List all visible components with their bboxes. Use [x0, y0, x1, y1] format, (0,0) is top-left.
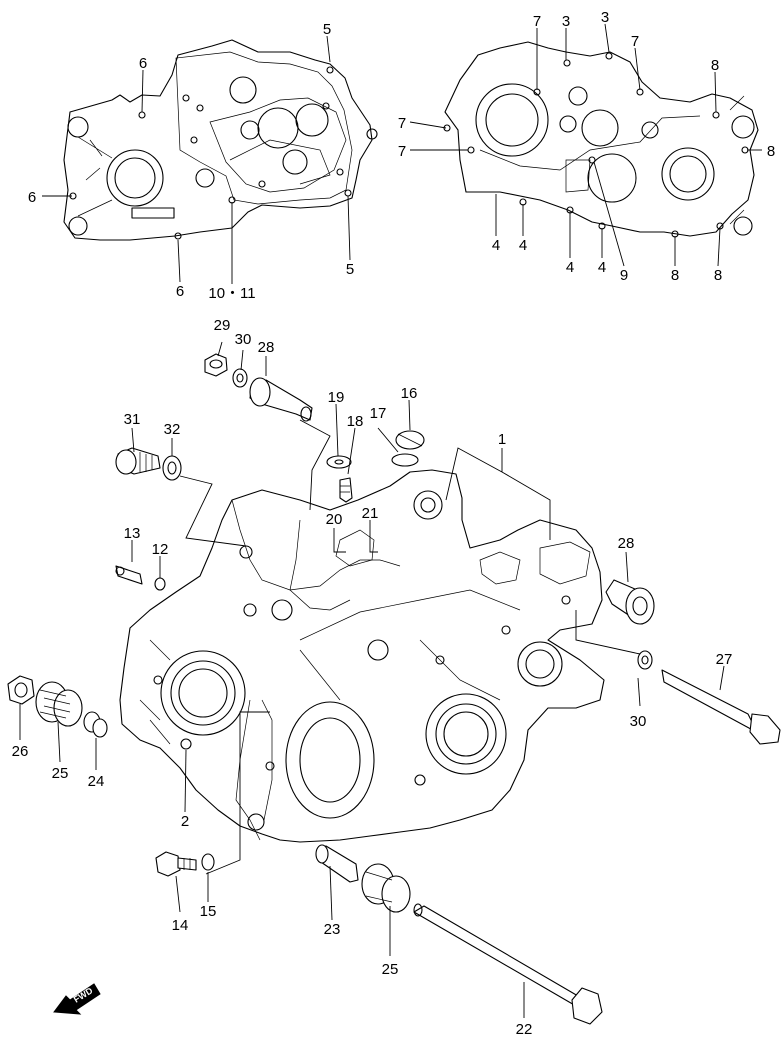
- part-17-o-ring: [391, 453, 419, 467]
- label-21: 21: [362, 505, 379, 522]
- label-28: 28: [258, 339, 275, 356]
- label-6: 6: [176, 283, 184, 300]
- label-31: 31: [124, 411, 141, 428]
- label-22: 22: [516, 1021, 533, 1038]
- label-18: 18: [347, 413, 364, 430]
- label-8: 8: [711, 57, 719, 74]
- part-32-gasket: [162, 455, 182, 481]
- label-32: 32: [164, 421, 181, 438]
- label-4: 4: [492, 237, 500, 254]
- label-8: 8: [767, 143, 775, 160]
- label-8: 8: [671, 267, 679, 284]
- part-23-dowel: [315, 844, 359, 883]
- label-30: 30: [630, 713, 647, 730]
- label-13: 13: [124, 525, 141, 542]
- label-19: 19: [328, 389, 345, 406]
- part-26-nut: [7, 675, 35, 705]
- leader-lines: [19, 23, 762, 1018]
- part-25-bearing-left: [35, 681, 83, 727]
- part-30-washer-lower: [637, 650, 653, 670]
- part-15-washer: [201, 853, 215, 871]
- part-30-washer-upper: [232, 368, 248, 388]
- label-16: 16: [401, 385, 418, 402]
- label-10-11: 10・11: [208, 285, 255, 302]
- part-31-plug: [115, 447, 161, 475]
- label-3: 3: [562, 13, 570, 30]
- label-25: 25: [52, 765, 69, 782]
- label-7: 7: [533, 13, 541, 30]
- part-labels: 5 5 6 6 6 10・11 7 3 3 7 7 7 8 8 4 4 4 4 …: [12, 9, 776, 1038]
- label-2: 2: [181, 813, 189, 830]
- part-22-long-bolt: [413, 903, 603, 1025]
- label-24: 24: [88, 773, 105, 790]
- label-23: 23: [324, 921, 341, 938]
- part-12-washer: [154, 577, 166, 591]
- label-4: 4: [598, 259, 606, 276]
- label-25: 25: [382, 961, 399, 978]
- label-9: 9: [620, 267, 628, 284]
- part-18-bolt: [339, 477, 353, 503]
- main-crankcase-assembly: [119, 469, 605, 843]
- part-14-bolt: [155, 851, 197, 877]
- label-20: 20: [326, 511, 343, 528]
- label-30: 30: [235, 331, 252, 348]
- label-14: 14: [172, 917, 189, 934]
- part-28-dowel-right: [605, 579, 655, 625]
- part-13-stud: [115, 565, 143, 585]
- label-7: 7: [398, 115, 406, 132]
- label-7: 7: [398, 143, 406, 160]
- right-crankcase-half: [443, 41, 759, 238]
- label-4: 4: [519, 237, 527, 254]
- label-26: 26: [12, 743, 29, 760]
- part-16-cap: [395, 430, 425, 450]
- label-6: 6: [139, 55, 147, 72]
- label-27: 27: [716, 651, 733, 668]
- label-28: 28: [618, 535, 635, 552]
- label-6: 6: [28, 189, 36, 206]
- label-12: 12: [152, 541, 169, 558]
- label-17: 17: [370, 405, 387, 422]
- label-5: 5: [346, 261, 354, 278]
- label-8: 8: [714, 267, 722, 284]
- label-5: 5: [323, 21, 331, 38]
- label-7: 7: [631, 33, 639, 50]
- forward-direction-arrow-icon: FWD: [53, 983, 101, 1015]
- label-29: 29: [214, 317, 231, 334]
- label-3: 3: [601, 9, 609, 26]
- part-29-nut: [204, 353, 228, 377]
- label-4: 4: [566, 259, 574, 276]
- label-1: 1: [498, 431, 506, 448]
- part-28-dowel-upper: [249, 377, 313, 422]
- part-27-long-bolt: [661, 669, 781, 745]
- part-19-washer: [326, 455, 352, 469]
- part-24-seal: [83, 711, 108, 738]
- left-crankcase-half: [63, 39, 378, 241]
- label-15: 15: [200, 903, 217, 920]
- part-25-bearing-bottom: [361, 863, 411, 913]
